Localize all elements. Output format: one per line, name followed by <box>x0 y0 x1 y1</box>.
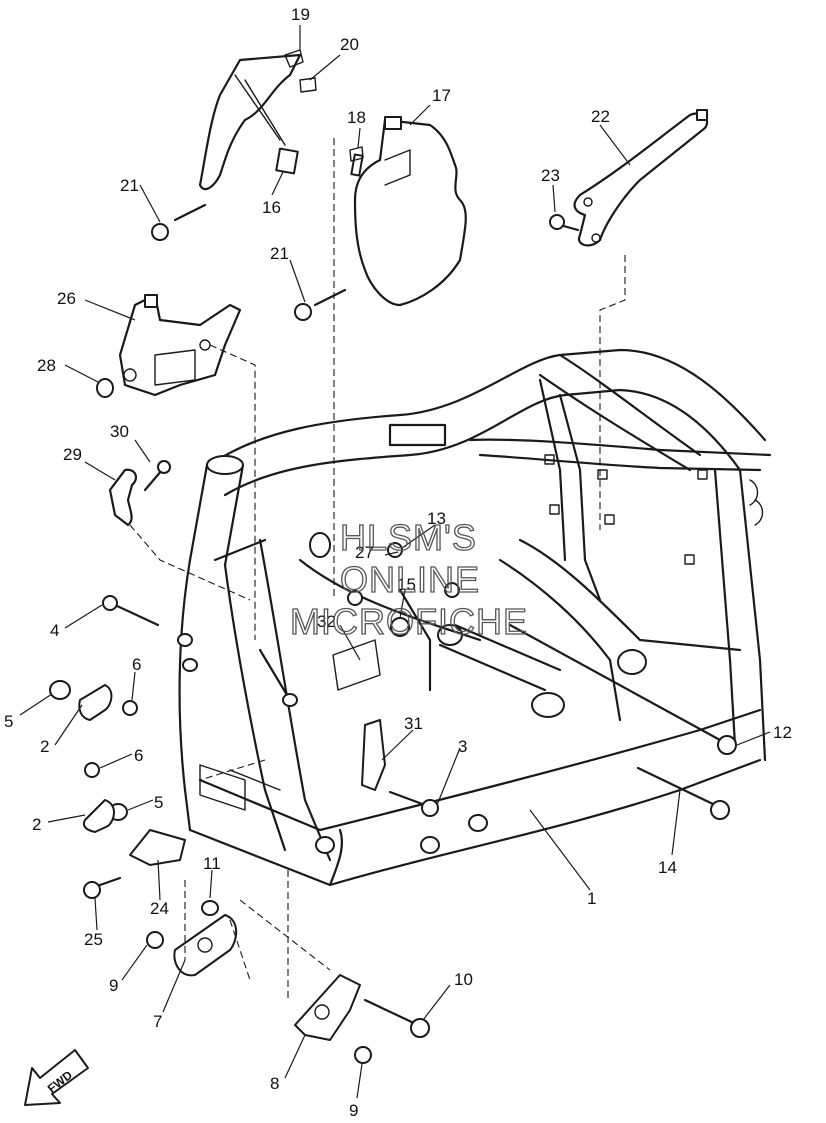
callout-29: 29 <box>63 445 82 464</box>
leader-lines <box>19 25 771 1099</box>
callout-21: 21 <box>270 244 289 263</box>
watermark-line-3: MICROFICHE <box>290 601 528 642</box>
callout-26: 26 <box>57 289 76 308</box>
callout-1: 1 <box>587 889 596 908</box>
callout-13: 13 <box>427 509 446 528</box>
callout-5: 5 <box>154 793 163 812</box>
callout-28: 28 <box>37 356 56 375</box>
callout-16: 16 <box>262 198 281 217</box>
forward-arrow-icon: FWD <box>24 1049 89 1106</box>
side-cover-17 <box>350 116 467 307</box>
callout-9: 9 <box>349 1101 358 1120</box>
callout-15: 15 <box>397 575 416 594</box>
callout-17: 17 <box>432 86 451 105</box>
callout-4: 4 <box>50 621 59 640</box>
bracket-26 <box>118 293 242 397</box>
callout-14: 14 <box>658 858 677 877</box>
callout-27: 27 <box>355 543 374 562</box>
fasteners <box>49 146 737 1064</box>
callout-6: 6 <box>134 746 143 765</box>
callout-3: 3 <box>458 737 467 756</box>
callout-23: 23 <box>541 166 560 185</box>
main-frame <box>177 348 772 887</box>
watermark-line-1: HLSM'S <box>340 517 477 558</box>
callout-6: 6 <box>132 655 141 674</box>
watermark: HLSM'S ONLINE MICROFICHE <box>289 516 528 642</box>
bracket-29 <box>108 468 138 527</box>
callout-11: 11 <box>203 854 221 873</box>
callout-9: 9 <box>109 976 118 995</box>
callout-21: 21 <box>120 176 139 195</box>
callout-2: 2 <box>32 815 41 834</box>
callout-30: 30 <box>110 422 129 441</box>
callout-24: 24 <box>150 899 169 918</box>
callout-5: 5 <box>4 712 13 731</box>
callout-2: 2 <box>40 737 49 756</box>
callout-7: 7 <box>153 1012 162 1031</box>
callout-18: 18 <box>347 108 366 127</box>
callout-22: 22 <box>591 107 610 126</box>
watermark-line-2: ONLINE <box>340 559 480 600</box>
callout-8: 8 <box>270 1074 279 1093</box>
guide-lines <box>129 138 626 1000</box>
callout-19: 19 <box>291 5 310 24</box>
callout-20: 20 <box>340 35 359 54</box>
callout-numbers: 1 2 2 3 4 5 5 6 6 7 8 9 9 10 11 12 13 14… <box>4 5 792 1120</box>
callout-31: 31 <box>404 714 423 733</box>
stay-22 <box>573 109 709 247</box>
callout-10: 10 <box>454 970 473 989</box>
callout-32: 32 <box>317 612 336 631</box>
upper-bracket-16-19 <box>198 49 317 191</box>
callout-25: 25 <box>84 930 103 949</box>
callout-12: 12 <box>773 723 792 742</box>
